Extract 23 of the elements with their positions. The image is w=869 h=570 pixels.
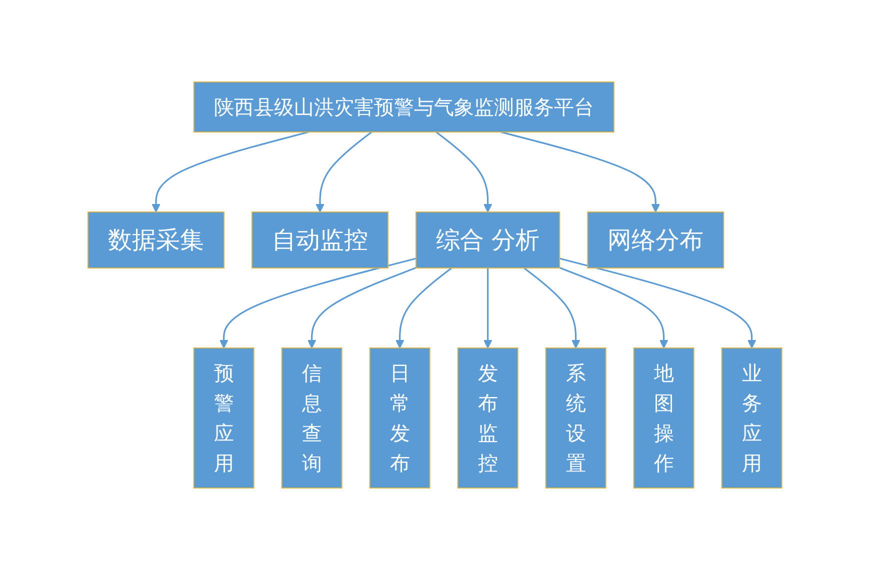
arrow	[558, 267, 668, 348]
arrow	[559, 258, 756, 348]
arrow	[500, 131, 660, 212]
node-box: 业务应用	[720, 348, 782, 488]
arrow	[523, 267, 580, 348]
node-box: 陕西县级山洪灾害预警与气象监测服务平台	[193, 82, 614, 132]
node-box: 发布监控	[456, 348, 518, 488]
arrow	[435, 131, 492, 212]
arrow	[219, 258, 416, 348]
node-box: 预警应用	[192, 348, 254, 488]
arrow	[395, 267, 452, 348]
node-box: 信息查询	[280, 348, 342, 488]
node-box: 系统设置	[544, 348, 606, 488]
arrow	[315, 131, 372, 212]
node-box: 日常发布	[368, 348, 430, 488]
arrow	[307, 267, 416, 348]
node-box: 网络分布	[586, 212, 724, 268]
node-box: 数据采集	[87, 212, 224, 268]
arrow	[151, 131, 308, 212]
arrow	[483, 268, 492, 348]
node-box: 自动监控	[251, 212, 388, 268]
node-box: 综合 分析	[415, 212, 560, 268]
node-box: 地图操作	[632, 348, 694, 488]
